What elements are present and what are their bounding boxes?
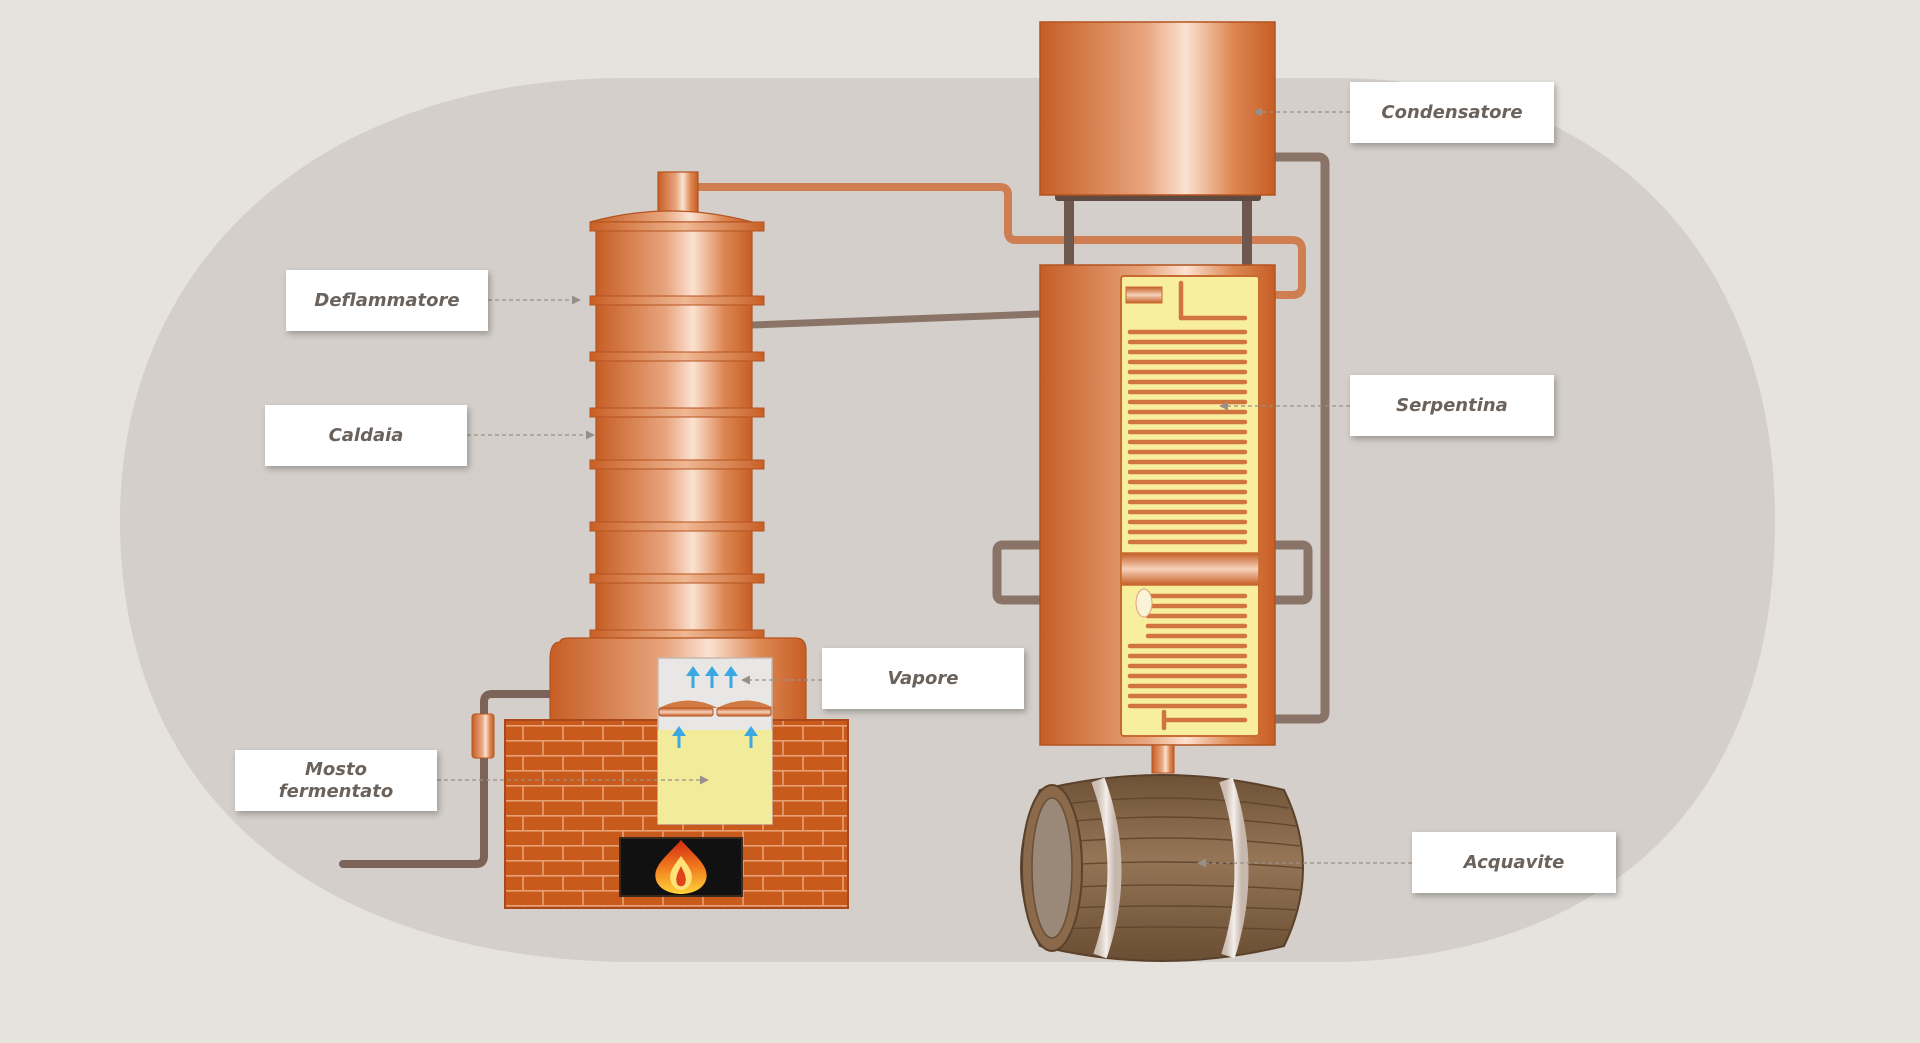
condenser: [1039, 21, 1276, 265]
fire-icon: [655, 840, 707, 894]
boiler: [471, 637, 849, 909]
label-mosto-fermentato: Mosto fermentato: [235, 750, 437, 811]
label-condensatore: Condensatore: [1350, 82, 1554, 143]
label-caldaia: Caldaia: [265, 405, 467, 466]
label-deflammatore: Deflammatore: [286, 270, 488, 331]
label-serpentina: Serpentina: [1350, 375, 1554, 436]
still-column: [589, 171, 765, 643]
label-vapore: Vapore: [822, 648, 1024, 709]
label-leaders: [437, 107, 1412, 868]
background-oval: [120, 78, 1775, 962]
coil-upper: [1127, 280, 1248, 545]
coil-lower: [1127, 593, 1248, 731]
label-acquavite: Acquavite: [1412, 832, 1616, 893]
arrow-up-icon: [672, 666, 758, 748]
pipes: [339, 152, 1330, 868]
barrel: [1020, 774, 1304, 962]
cooler: [1039, 264, 1276, 774]
